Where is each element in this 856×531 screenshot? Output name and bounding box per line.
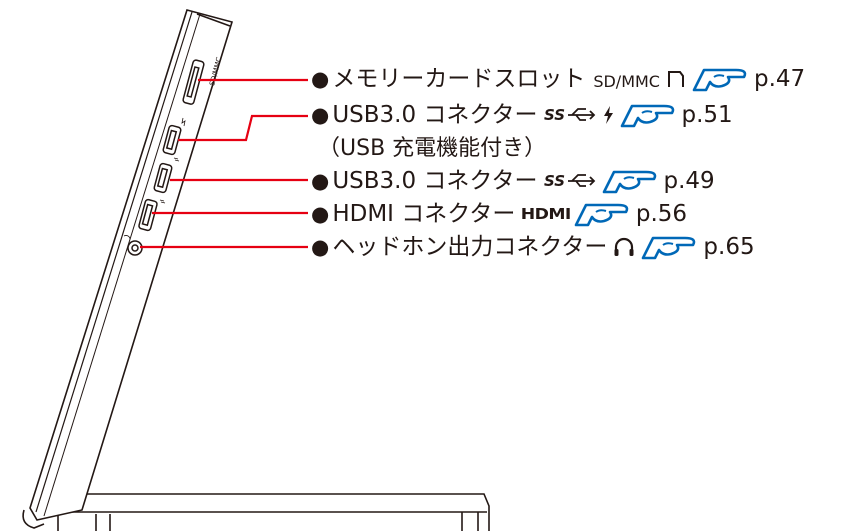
usb-superspeed-icon: SS (544, 172, 595, 190)
callout-sub-label: SD/MMC (593, 72, 660, 91)
callout-label: HDMI コネクター (332, 200, 516, 227)
bullet: ● (311, 234, 330, 259)
callout-usb-charge: ● USB3.0 コネクター SS p.51 (311, 102, 733, 128)
page-reference: p.56 (635, 200, 688, 227)
callout-label: USB3.0 コネクター (332, 101, 538, 128)
callout-usb: ● USB3.0 コネクター SS p.49 (311, 168, 715, 194)
lightning-icon (603, 106, 613, 124)
svg-text:SS: SS (544, 106, 565, 124)
page-reference: p.65 (703, 233, 755, 260)
callout-hdmi: ● HDMI コネクター HDMI p.56 (311, 201, 687, 227)
leader-line-usb1 (178, 114, 308, 142)
usb-port-1 (162, 124, 182, 156)
pointing-hand-icon (574, 203, 629, 227)
callout-headphone: ● ヘッドホン出力コネクター p.65 (311, 234, 755, 260)
usb-superspeed-icon: SS (544, 106, 595, 124)
leader-lines (140, 78, 308, 249)
svg-text:SS: SS (544, 172, 565, 190)
stand-base (39, 493, 490, 531)
page-reference: p.49 (663, 167, 715, 194)
hdmi-port (138, 198, 158, 232)
pointing-hand-icon (620, 104, 674, 128)
tablet-body (22, 9, 234, 529)
bullet: ● (311, 201, 330, 226)
pointing-hand-icon (692, 68, 747, 92)
callout-label: ヘッドホン出力コネクター (332, 233, 608, 260)
sd-slot (182, 59, 205, 105)
sd-card-icon (667, 71, 684, 87)
headphone-jack (127, 240, 143, 256)
callout-sd-slot: ● メモリーカードスロット SD/MMC p.47 (311, 66, 805, 92)
port-markings (123, 117, 186, 240)
hdmi-logo: HDMI (521, 204, 572, 223)
pointing-hand-icon (602, 170, 656, 194)
usb-charge-note: （USB 充電機能付き） (318, 136, 547, 161)
bullet: ● (311, 102, 330, 127)
bullet: ● (311, 66, 330, 91)
usb-port-2 (153, 162, 173, 194)
callout-label: メモリーカードスロット (332, 65, 586, 92)
callout-label: USB3.0 コネクター (332, 167, 538, 194)
page-reference: p.51 (681, 101, 733, 128)
page-reference: p.47 (753, 65, 806, 92)
headphone-icon (614, 237, 634, 256)
bullet: ● (311, 168, 330, 193)
pointing-hand-icon (642, 236, 696, 260)
